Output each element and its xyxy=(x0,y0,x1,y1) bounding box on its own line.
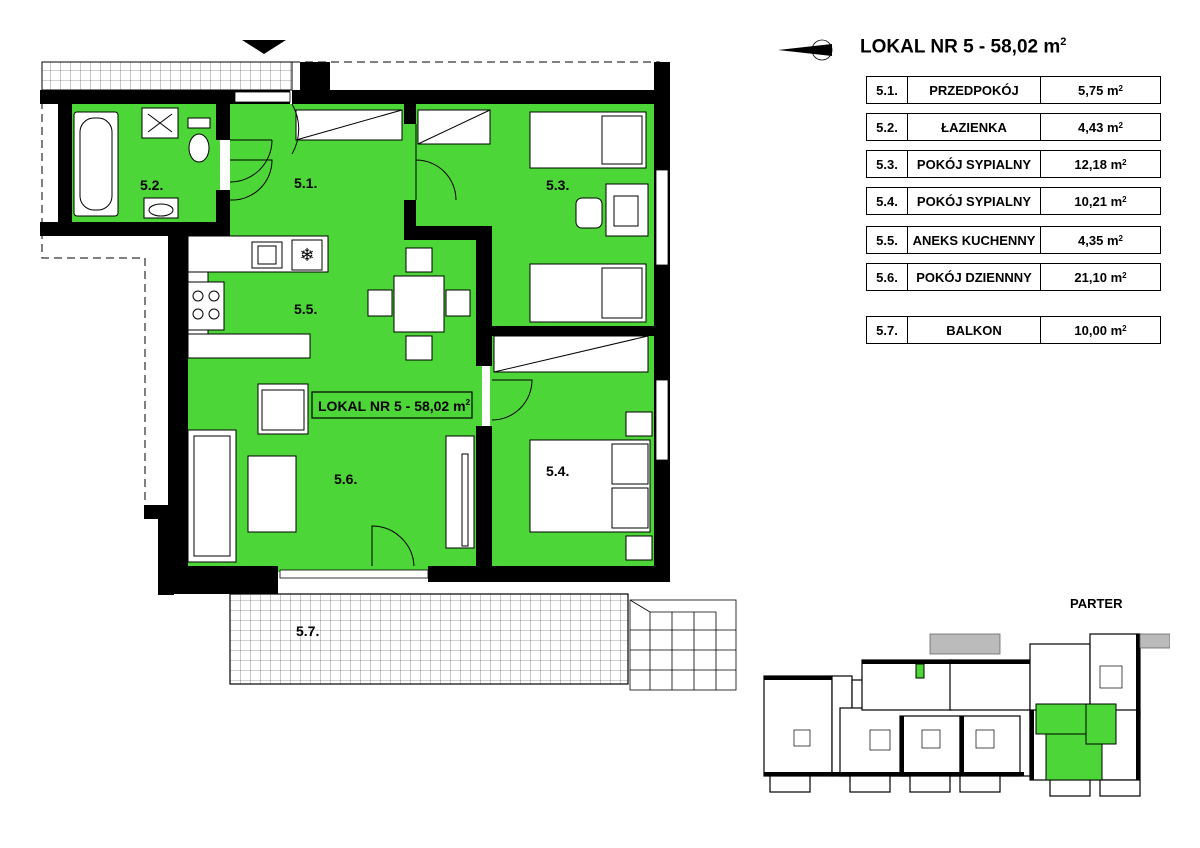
room-label-5-2: 5.2. xyxy=(140,177,163,193)
room-label-5-4: 5.4. xyxy=(546,463,569,479)
windows xyxy=(234,91,669,579)
floor-label: PARTER xyxy=(1070,596,1123,611)
top-terrace-strip xyxy=(41,61,293,91)
floor-plan: ❄ LOKAL NR 5 - 58,02 m2 5.2. 5.1. 5.3. 5… xyxy=(40,40,737,691)
bedroom-5-4-furniture xyxy=(529,411,653,561)
entrance-arrow-icon xyxy=(242,40,286,54)
key-plan xyxy=(763,633,1170,797)
bathroom-fixtures xyxy=(73,107,211,219)
bedroom-5-3-furniture xyxy=(529,111,649,323)
balcony xyxy=(229,593,629,685)
outer-boundary-dashed xyxy=(41,61,660,505)
room-label-5-3: 5.3. xyxy=(546,177,569,193)
dining-table xyxy=(367,247,471,361)
doors xyxy=(229,103,533,567)
fridge-snowflake-icon: ❄ xyxy=(299,245,314,266)
stairs xyxy=(629,599,737,691)
wardrobes xyxy=(295,109,649,549)
room-label-5-6: 5.6. xyxy=(334,471,357,487)
legend-title: LOKAL NR 5 - 58,02 m2 xyxy=(860,36,1067,58)
north-arrow-icon xyxy=(778,39,833,61)
living-room-furniture xyxy=(187,383,309,563)
room-label-5-7: 5.7. xyxy=(296,623,319,639)
plan-label-box xyxy=(311,391,473,419)
room-label-5-1: 5.1. xyxy=(294,175,317,191)
kitchen-furniture xyxy=(187,235,329,359)
plan-label: LOKAL NR 5 - 58,02 m2 xyxy=(318,398,471,414)
room-label-5-5: 5.5. xyxy=(294,301,317,317)
